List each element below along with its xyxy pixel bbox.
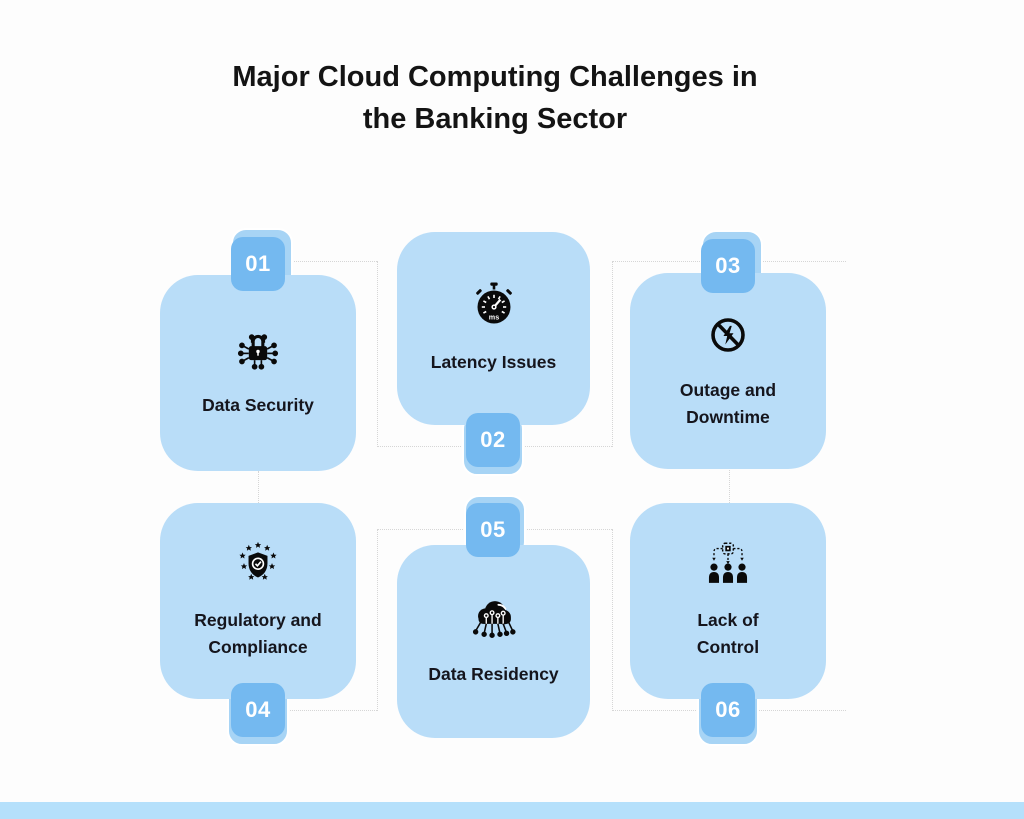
- badge-number: 02: [480, 427, 506, 452]
- cloud-circuit-icon: [465, 590, 523, 648]
- badge-02: 02: [466, 413, 520, 467]
- connector-line: [377, 529, 465, 530]
- connector-line: [286, 710, 377, 711]
- connector-line: [377, 446, 465, 447]
- card-label: Latency Issues: [430, 351, 557, 372]
- badge-number: 05: [480, 517, 506, 542]
- footer-accent-bar: [0, 802, 1024, 819]
- card-label: Regulatory and Compliance: [194, 610, 322, 657]
- connector-line: [377, 261, 378, 447]
- badge-04: 04: [231, 683, 285, 737]
- card-data-security: Data Security: [160, 275, 356, 471]
- badge-number: 01: [245, 251, 271, 276]
- badge-05: 05: [466, 503, 520, 557]
- connector-line: [286, 261, 377, 262]
- card-label: Data Residency: [428, 663, 559, 684]
- no-power-icon: [699, 306, 757, 364]
- badge-number: 04: [245, 697, 271, 722]
- connector-line: [521, 446, 612, 447]
- card-label: Data Security: [202, 395, 314, 416]
- card-label: Lack of Control: [696, 610, 760, 657]
- card-data-residency: Data Residency: [397, 545, 590, 738]
- connector-line: [377, 529, 378, 711]
- card-outage-downtime: Outage and Downtime: [630, 273, 826, 469]
- connector-line: [729, 470, 730, 503]
- badge-number: 03: [715, 253, 741, 278]
- badge-03: 03: [701, 239, 755, 293]
- card-lack-control: Lack of Control: [630, 503, 826, 699]
- card-label: Outage and Downtime: [679, 380, 777, 427]
- page-title-line2: the Banking Sector: [362, 103, 628, 136]
- badge-06: 06: [701, 683, 755, 737]
- lock-circuit-icon: [229, 321, 287, 379]
- stopwatch-ms-icon: ms: [464, 276, 524, 336]
- shield-stars-icon: [229, 536, 287, 594]
- badge-01: 01: [231, 237, 285, 291]
- connector-line: [521, 529, 612, 530]
- badge-number: 06: [715, 697, 741, 722]
- people-network-icon: [699, 536, 757, 594]
- connector-line: [258, 471, 259, 503]
- page-title-line1: Major Cloud Computing Challenges in: [232, 61, 758, 93]
- page-title: Major Cloud Computing Challenges in the …: [0, 56, 990, 140]
- connector-line: [612, 261, 613, 447]
- connector-line: [612, 529, 613, 711]
- card-latency-issues: ms Latency Issues: [397, 232, 590, 425]
- svg-text:ms: ms: [488, 312, 498, 321]
- card-regulatory-compliance: Regulatory and Compliance: [160, 503, 356, 699]
